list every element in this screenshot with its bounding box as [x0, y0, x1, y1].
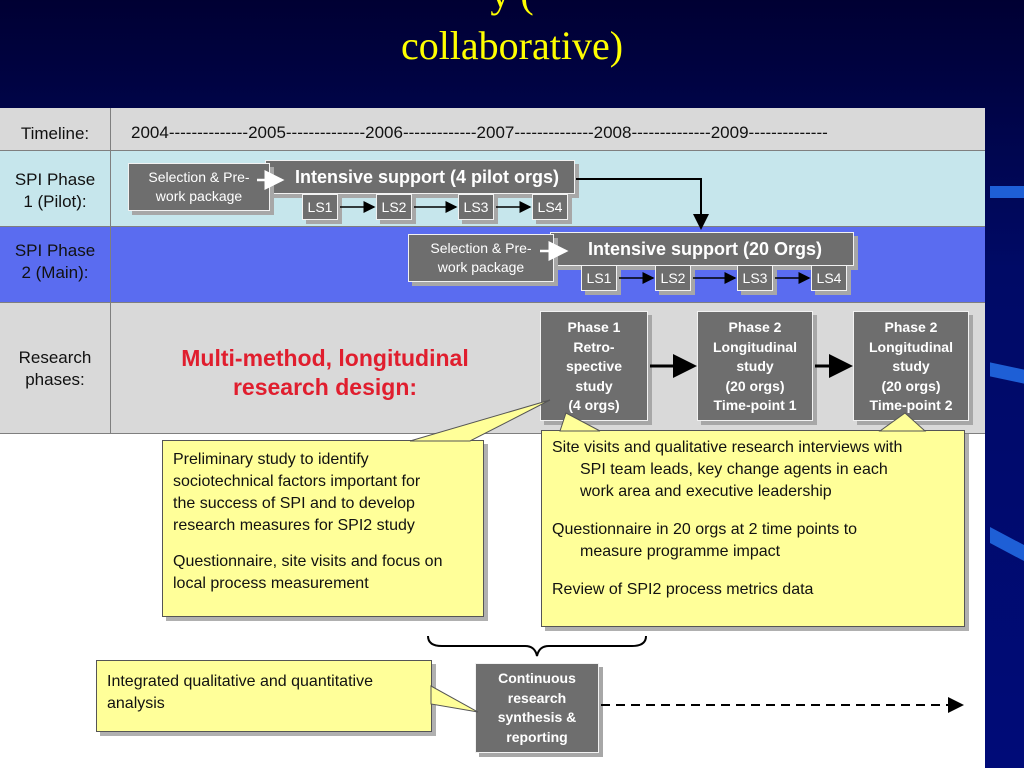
left-callout-note: Preliminary study to identify sociotechn… [162, 440, 484, 617]
phase1-selection-line: work package [155, 188, 243, 204]
phase2-ls2: LS2 [655, 265, 691, 291]
right-callout-note: Site visits and qualitative research int… [541, 430, 965, 627]
phase2-selection-box: Selection & Pre- work package [408, 234, 554, 282]
phase2-selection-line: Selection & Pre- [430, 240, 532, 256]
note-line: research measures for SPI2 study [173, 517, 415, 534]
note-line: Site visits and qualitative research int… [552, 439, 903, 456]
title-line-2: collaborative) [400, 23, 624, 68]
research-design-line: research design: [232, 374, 418, 400]
note-line: Questionnaire in 20 orgs at 2 time point… [552, 521, 858, 538]
note-line: analysis [107, 695, 165, 712]
note-line: local process measurement [173, 575, 369, 592]
callout-pointer [878, 412, 927, 432]
connector-layer [257, 170, 964, 713]
box-line: Continuous [498, 670, 576, 686]
note-line: Review of SPI2 process metrics data [552, 581, 814, 598]
box-line: Phase 2 [884, 319, 938, 335]
box-line: spective [565, 358, 623, 374]
box-line: study [892, 358, 930, 374]
phase1-ls1: LS1 [302, 194, 338, 220]
phase2-timepoint1-box: Phase 2 Longitudinal study (20 orgs) Tim… [697, 311, 813, 421]
box-line: (4 orgs) [568, 397, 620, 413]
box-line: (20 orgs) [725, 377, 785, 394]
slide-title: y ( collaborative) [0, 0, 1024, 100]
phase1-retrospective-box: Phase 1 Retro- spective study (4 orgs) [540, 311, 648, 421]
phase2-label: SPI Phase 2 (Main): [0, 240, 110, 284]
research-design-line: Multi-method, longitudinal [181, 345, 469, 371]
phase1-ls3: LS3 [458, 194, 494, 220]
continuous-synthesis-box: Continuous research synthesis & reportin… [475, 663, 599, 753]
callout-pointer [409, 399, 551, 442]
phase2-ls4: LS4 [811, 265, 847, 291]
research-label-line: phases: [25, 370, 85, 389]
title-line-1: y ( [0, 0, 1024, 17]
phase2-intensive-label: Intensive support (20 Orgs) [587, 239, 823, 259]
timeline-label: Timeline: [20, 124, 90, 143]
box-line: (20 orgs) [881, 377, 941, 394]
box-line: Longitudinal [869, 338, 953, 355]
timeline-band [0, 108, 985, 151]
note-line: work area and executive leadership [580, 483, 832, 500]
research-label: Research phases: [0, 347, 110, 391]
research-label-line: Research [18, 348, 92, 367]
box-line: Time-point 1 [713, 397, 797, 413]
box-line: Retro- [573, 338, 615, 355]
decorative-stripe [990, 362, 1024, 384]
phase1-ls4: LS4 [532, 194, 568, 220]
phase2-selection-line: work package [437, 259, 525, 275]
phase1-intensive-label: Intensive support (4 pilot orgs) [294, 167, 559, 187]
phase2-timepoint2-box: Phase 2 Longitudinal study (20 orgs) Tim… [853, 311, 969, 421]
research-band [0, 303, 985, 434]
phase1-label-line: 1 (Pilot): [23, 192, 87, 211]
timeline-years: 2004--------------2005--------------2006… [131, 123, 828, 142]
phase1-selection-box: Selection & Pre- work package [128, 163, 270, 211]
box-line: Phase 1 [567, 319, 621, 335]
box-line: study [736, 358, 774, 374]
diagram-panel: Timeline: 2004--------------2005--------… [0, 108, 985, 768]
note-line: Questionnaire, site visits and focus on [173, 553, 443, 570]
decorative-stripe [990, 526, 1024, 562]
box-line: synthesis & [497, 709, 577, 725]
phase1-selection-line: Selection & Pre- [148, 169, 250, 185]
note-line: measure programme impact [580, 543, 781, 560]
label-divider [110, 108, 111, 434]
note-line: Preliminary study to identify [173, 451, 369, 468]
note-line: Integrated qualitative and quantitative [107, 673, 373, 690]
phase2-label-line: SPI Phase [14, 241, 96, 260]
research-design-heading: Multi-method, longitudinal research desi… [160, 344, 490, 402]
phase2-ls1: LS1 [581, 265, 617, 291]
bottom-callout-note: Integrated qualitative and quantitative … [96, 660, 432, 732]
brace [427, 635, 647, 657]
arrow [576, 178, 709, 230]
box-line: research [507, 689, 567, 706]
box-line: reporting [506, 728, 568, 745]
note-line: the success of SPI and to develop [173, 495, 415, 512]
box-line: Longitudinal [713, 338, 797, 355]
phase2-label-line: 2 (Main): [21, 263, 89, 282]
box-line: Time-point 2 [869, 397, 953, 413]
note-line: SPI team leads, key change agents in eac… [580, 461, 888, 478]
phase1-intensive-support-box: Intensive support (4 pilot orgs) [265, 160, 575, 194]
phase1-label: SPI Phase 1 (Pilot): [0, 169, 110, 213]
callout-pointer [430, 685, 479, 713]
box-line: study [575, 377, 613, 394]
phase1-ls2: LS2 [376, 194, 412, 220]
phase2-ls3: LS3 [737, 265, 773, 291]
phase1-label-line: SPI Phase [14, 170, 96, 189]
decorative-stripe [990, 186, 1024, 198]
phase2-intensive-support-box: Intensive support (20 Orgs) [550, 232, 854, 266]
callout-pointer [559, 412, 601, 432]
note-line: sociotechnical factors important for [173, 473, 421, 490]
box-line: Phase 2 [728, 319, 782, 335]
